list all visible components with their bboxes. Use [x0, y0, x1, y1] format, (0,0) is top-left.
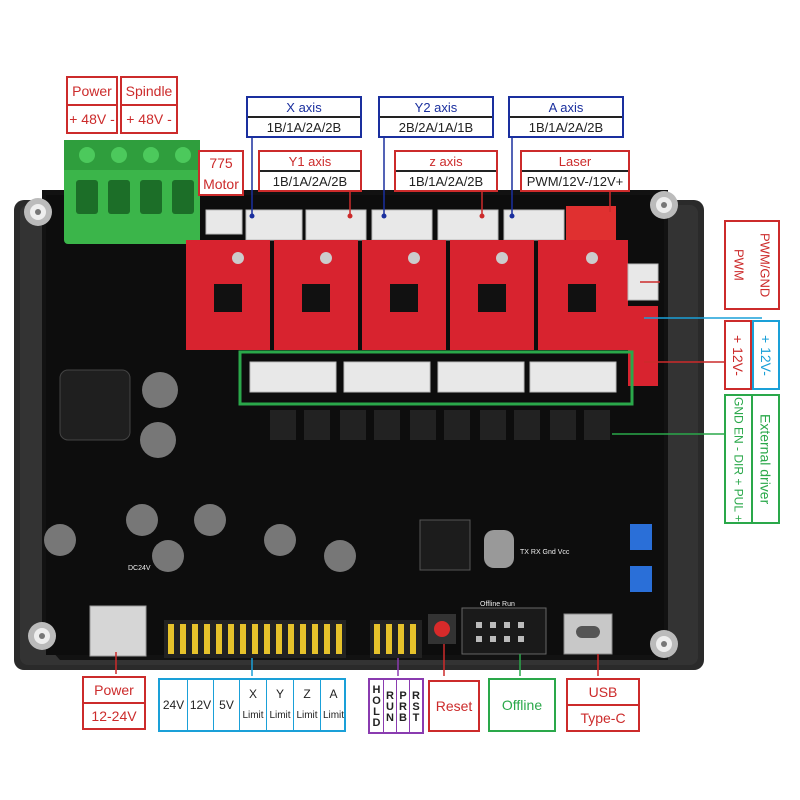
12v-plus-label: + 12V- — [752, 320, 780, 390]
pin-label-run: RUN — [384, 680, 397, 732]
control-pins-label: HOLD RUN PRB RST — [368, 678, 424, 734]
12v-minus-label: + 12V- — [724, 320, 752, 390]
laser-connector — [566, 206, 616, 240]
offline-connector — [461, 607, 547, 655]
pwm-label: PWM PWM/GND — [724, 220, 780, 310]
pin-label-prb: PRB — [397, 680, 410, 732]
optocoupler-row — [270, 410, 610, 440]
usb-label: USB Type-C — [566, 678, 640, 732]
pin-label-rst: RST — [410, 689, 422, 723]
label-title: Laser — [558, 153, 592, 169]
silk-dc24v: DC24V — [128, 565, 151, 572]
power-48v-label: Power + 48V - — [66, 76, 118, 134]
y2-axis-label: Y2 axis 2B/2A/1A/1B — [378, 96, 494, 138]
label-title: A axis — [548, 99, 584, 115]
label-value: 1B/1A/2A/2B — [260, 170, 360, 190]
pin-label-hold: HOLD — [370, 680, 384, 732]
label-value: GND EN - DIR + PUL + — [726, 396, 753, 522]
reset-label: Reset — [428, 680, 480, 732]
label-value: Reset — [435, 698, 473, 714]
label-value: 1B/1A/2A/2B — [248, 116, 360, 136]
inductor — [59, 369, 131, 441]
label-title: z axis — [429, 153, 463, 169]
label-value: 1B/1A/2A/2B — [510, 116, 622, 136]
z-axis-label: z axis 1B/1A/2A/2B — [394, 150, 498, 192]
mounting-screw — [650, 630, 678, 658]
dc-jack — [89, 605, 147, 657]
pin-label-12v: 12V — [188, 680, 214, 730]
label-title: External driver — [757, 413, 774, 505]
spindle-48v-label: Spindle + 48V - — [120, 76, 178, 134]
silk-offline-run: Offline Run — [480, 601, 515, 608]
a-axis-label: A axis 1B/1A/2A/2B — [508, 96, 624, 138]
label-line1: PWM — [731, 249, 747, 281]
stepper-driver — [450, 240, 534, 350]
x-axis-label: X axis 1B/1A/2A/2B — [246, 96, 362, 138]
external-driver-connectors — [249, 361, 617, 393]
external-driver-highlight — [238, 350, 634, 406]
label-title: USB — [588, 684, 618, 700]
power-spindle-terminal — [64, 140, 200, 244]
mounting-screw — [24, 198, 52, 226]
motor-775-label: 775 Motor — [198, 150, 244, 196]
capacitor — [126, 504, 158, 536]
label-line2: PWM/GND — [757, 232, 773, 298]
control-pin-header — [370, 620, 422, 658]
label-title: Y2 axis — [414, 99, 458, 115]
stepper-driver — [274, 240, 358, 350]
label-title: Power — [72, 83, 112, 99]
offline-label: Offline — [488, 678, 556, 732]
label-value: Type-C — [568, 704, 638, 730]
label-title: Spindle — [125, 83, 173, 99]
microcontroller — [419, 519, 471, 571]
mounting-screw — [650, 191, 678, 219]
stepper-driver-modules — [186, 240, 628, 350]
side-switch — [630, 566, 652, 592]
label-value: + 48V - — [122, 104, 176, 132]
stepper-driver — [186, 240, 270, 350]
side-switch — [630, 524, 652, 550]
label-title: Y1 axis — [288, 153, 332, 169]
label-value: 2B/2A/1A/1B — [380, 116, 492, 136]
stepper-driver — [362, 240, 446, 350]
label-value: + 12V- — [730, 334, 746, 376]
pin-label-24v: 24V — [160, 680, 188, 730]
capacitor — [140, 422, 176, 458]
laser-label: Laser PWM/12V-/12V+ — [520, 150, 630, 192]
label-line1: 775 — [209, 154, 233, 171]
label-line2: Motor — [203, 175, 239, 192]
silk-tx-rx: TX RX Gnd Vcc — [520, 549, 570, 556]
label-value: PWM/12V-/12V+ — [522, 170, 628, 190]
pin-label-5v: 5V — [214, 680, 240, 730]
mounting-screw — [28, 622, 56, 650]
y1-axis-label: Y1 axis 1B/1A/2A/2B — [258, 150, 362, 192]
label-value: 12-24V — [84, 702, 144, 728]
capacitor — [44, 524, 76, 556]
capacitor — [264, 524, 296, 556]
label-title: Power — [94, 682, 134, 698]
external-driver-label: GND EN - DIR + PUL + External driver — [724, 394, 780, 524]
crystal — [484, 530, 514, 568]
stepper-driver — [538, 240, 628, 350]
label-value: + 12V- — [758, 334, 774, 376]
yellow-pin-header — [164, 620, 346, 658]
capacitor — [152, 540, 184, 572]
capacitor — [324, 540, 356, 572]
motor-connector-row — [205, 209, 565, 241]
label-title: X axis — [286, 99, 322, 115]
label-value: + 48V - — [68, 104, 116, 132]
capacitor — [142, 372, 178, 408]
leader-lines — [115, 136, 762, 676]
label-value: Offline — [501, 697, 543, 713]
label-value: 1B/1A/2A/2B — [396, 170, 496, 190]
power-dc-label: Power 12-24V — [82, 676, 146, 730]
capacitor — [194, 504, 226, 536]
